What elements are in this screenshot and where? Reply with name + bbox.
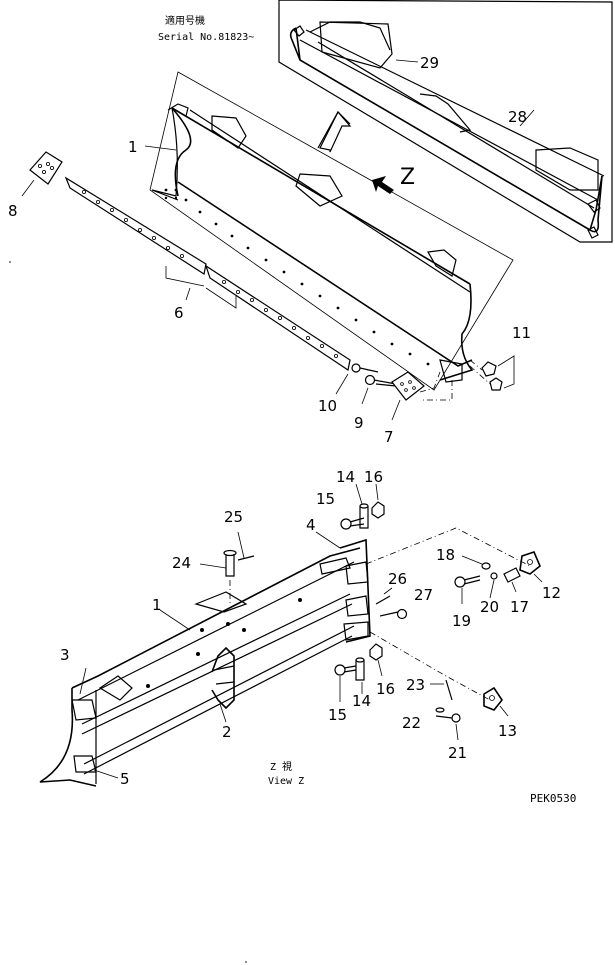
part-21-bolt [435, 713, 461, 741]
callout-16-bottom: 16 [376, 680, 395, 698]
callout-7: 7 [384, 428, 394, 446]
view-z-arrow: Z [372, 165, 415, 194]
serial-note: Serial No.81823~ [158, 32, 254, 43]
part-14-16-15-bottom [334, 643, 383, 702]
view-z-label-jp: Z 視 [270, 760, 292, 773]
callout-14-bottom: 14 [352, 692, 371, 710]
callout-27: 27 [414, 586, 433, 604]
callout-19: 19 [452, 612, 471, 630]
part-22-washer [435, 707, 445, 713]
callout-22: 22 [402, 714, 421, 732]
part-8-plate [21, 151, 63, 197]
part-23-pin [430, 679, 453, 701]
callout-24: 24 [172, 554, 191, 572]
callout-11: 11 [512, 324, 531, 342]
part-9-bolt [361, 374, 397, 405]
part-14-16-15-top [340, 483, 385, 530]
upper-blade-outline-box [149, 71, 514, 391]
callout-28: 28 [508, 108, 527, 126]
callout-17: 17 [510, 598, 529, 616]
callout-12: 12 [542, 584, 561, 602]
callout-20: 20 [480, 598, 499, 616]
part-18-washer [461, 555, 491, 570]
part-24-pin [199, 549, 237, 577]
callout-10: 10 [318, 397, 337, 415]
part-12-bracket [519, 551, 543, 583]
part-7-plate [391, 371, 441, 421]
callout-26: 26 [388, 570, 407, 588]
part-11-nuts [469, 355, 515, 391]
callout-2: 2 [222, 723, 232, 741]
view-z-label: View Z [268, 776, 304, 787]
part-13-bracket [483, 686, 509, 717]
callout-16-top: 16 [364, 468, 383, 486]
part-17-spacer [503, 567, 521, 593]
callout-18: 18 [436, 546, 455, 564]
serial-note-jp: 適用号機 [165, 14, 205, 27]
upgrade-arrow [317, 110, 352, 153]
callout-8: 8 [8, 202, 18, 220]
callout-1-lower: 1 [152, 596, 162, 614]
part-19-bolt [454, 575, 481, 604]
callout-1-upper: 1 [128, 138, 138, 156]
callout-21: 21 [448, 744, 467, 762]
callout-6: 6 [174, 304, 184, 322]
part-20-washer [489, 572, 498, 599]
callout-25: 25 [224, 508, 243, 526]
callout-9: 9 [354, 414, 364, 432]
part-26-27 [375, 587, 408, 620]
upper-blade [151, 103, 474, 401]
lower-blade-view-z [39, 538, 371, 787]
part-10-bolt [335, 363, 379, 395]
drawing-code: PEK0530 [530, 792, 576, 805]
callout-29: 29 [420, 54, 439, 72]
blade-bolt-holes [164, 188, 430, 366]
callout-13: 13 [498, 722, 517, 740]
callout-23: 23 [406, 676, 425, 694]
part-25-pin [229, 531, 255, 606]
callout-15-bottom: 15 [328, 706, 347, 724]
callout-15-top: 15 [316, 490, 335, 508]
callout-14-top: 14 [336, 468, 355, 486]
callout-5: 5 [120, 770, 130, 788]
callout-3: 3 [60, 646, 70, 664]
part-6-cutting-edges [64, 176, 351, 371]
inset-variant-box [278, 0, 613, 243]
callout-4: 4 [306, 516, 316, 534]
view-z-letter: Z [400, 165, 415, 190]
